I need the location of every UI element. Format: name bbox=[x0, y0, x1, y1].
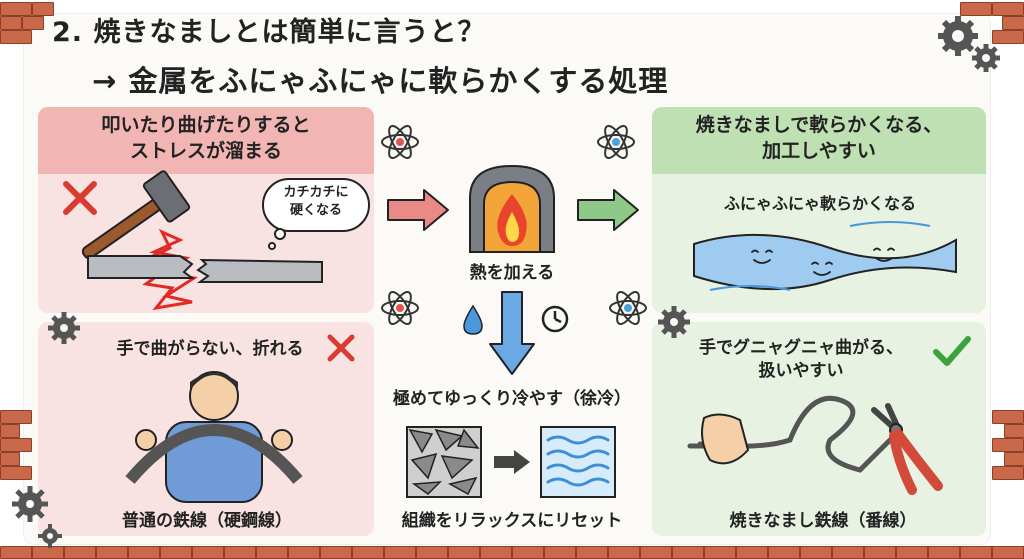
soft-wire-wave bbox=[693, 221, 957, 291]
atom-icon bbox=[381, 291, 419, 325]
gear-icon bbox=[48, 312, 80, 344]
cross-mark-icon bbox=[327, 334, 355, 362]
cross-mark-icon bbox=[63, 181, 97, 215]
cool-label: 極めてゆっくり冷やす（徐冷） bbox=[393, 389, 631, 409]
check-mark-icon bbox=[933, 336, 971, 366]
right-bottom-heading-1: 手でグニャグニャ曲がる、 bbox=[699, 338, 903, 358]
structure-after-icon bbox=[540, 426, 616, 498]
furnace-fire-icon bbox=[469, 164, 555, 253]
bubble-text-2: 硬くなる bbox=[289, 203, 342, 218]
title-line1: 2. 焼きなましとは簡単に言うと？ bbox=[52, 17, 486, 48]
heat-label: 熱を加える bbox=[469, 263, 555, 283]
arrow-down-blue bbox=[489, 291, 535, 375]
reset-label: 組織をリラックスにリセット bbox=[401, 511, 623, 531]
arrow-right-dark bbox=[494, 450, 530, 474]
bubble-tail bbox=[268, 228, 286, 250]
right-bottom-caption: 焼きなまし鉄線（番線） bbox=[729, 511, 917, 531]
gear-icon bbox=[12, 486, 62, 548]
person-bending-wire bbox=[125, 371, 303, 503]
left-bottom-caption: 普通の鉄線（硬鋼線） bbox=[122, 511, 292, 531]
right-bottom-heading-2: 扱いやすい bbox=[758, 361, 844, 381]
arrow-right-red bbox=[387, 189, 449, 231]
clock-icon bbox=[541, 305, 569, 333]
atom-icon bbox=[609, 291, 647, 325]
title-line2: → 金属をふにゃふにゃに軟らかくする処理 bbox=[92, 64, 669, 98]
hand-bending-wire bbox=[687, 396, 893, 473]
arrow-right-green bbox=[577, 189, 639, 231]
right-top-heading: 焼きなましで軟らかくなる、 加工しやすい bbox=[652, 107, 986, 174]
broken-bar bbox=[87, 228, 323, 311]
right-top-subtext: ふにゃふにゃ軟らかくなる bbox=[723, 194, 916, 213]
left-top-heading: 叩いたり曲げたりすると ストレスが溜まる bbox=[38, 107, 374, 174]
bubble-text-1: カチカチに bbox=[283, 185, 349, 200]
left-bottom-heading: 手で曲がらない、折れる bbox=[116, 339, 304, 359]
gear-icon bbox=[658, 306, 690, 338]
pliers-icon bbox=[871, 403, 943, 495]
atom-icon bbox=[597, 125, 635, 159]
hammer-icon bbox=[81, 170, 191, 260]
gear-icon bbox=[938, 16, 1000, 72]
thought-bubble-icon: カチカチに 硬くなる bbox=[262, 178, 370, 232]
atom-icon bbox=[381, 125, 419, 159]
water-drop-icon bbox=[463, 304, 483, 335]
structure-before-icon bbox=[406, 426, 482, 498]
